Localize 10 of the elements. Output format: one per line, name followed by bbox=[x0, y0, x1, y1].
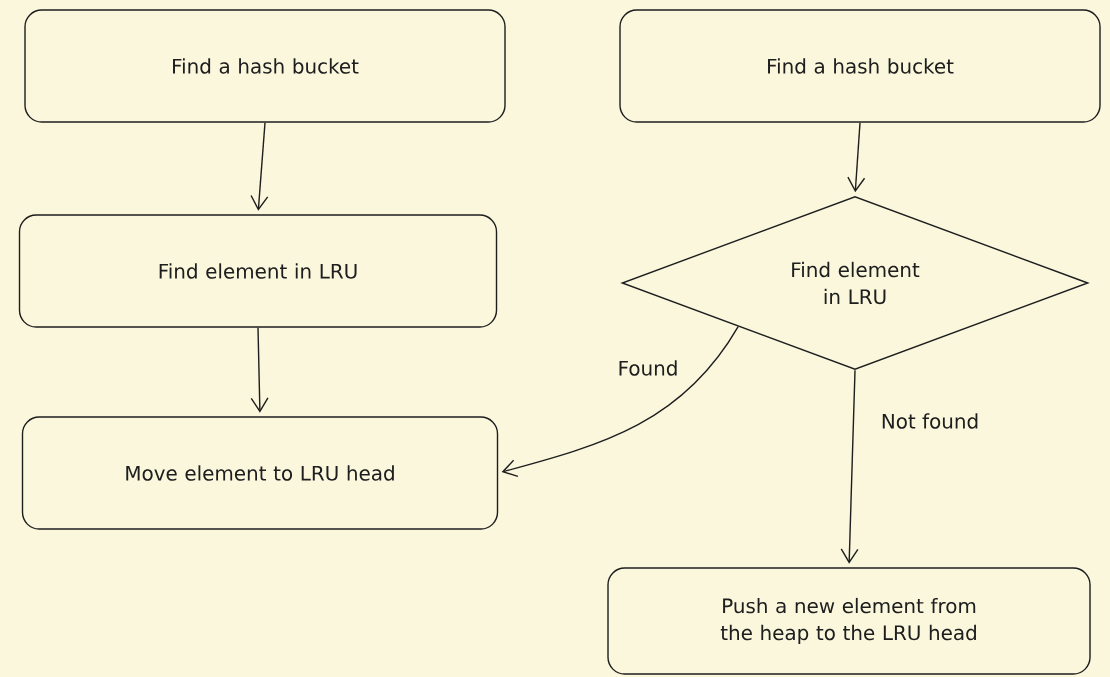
process-box: Push a new element from the heap to the LRU head bbox=[607, 567, 1091, 675]
arrow bbox=[840, 369, 859, 564]
process-box: Find a hash bucket bbox=[24, 9, 506, 123]
arrow bbox=[501, 325, 739, 478]
process-box: Find a hash bucket bbox=[619, 9, 1101, 123]
arrow bbox=[250, 122, 269, 211]
process-box: Find element in LRU bbox=[18, 214, 498, 328]
arrow bbox=[847, 122, 866, 193]
process-box: Move element to LRU head bbox=[21, 416, 499, 530]
arrow bbox=[250, 327, 269, 413]
